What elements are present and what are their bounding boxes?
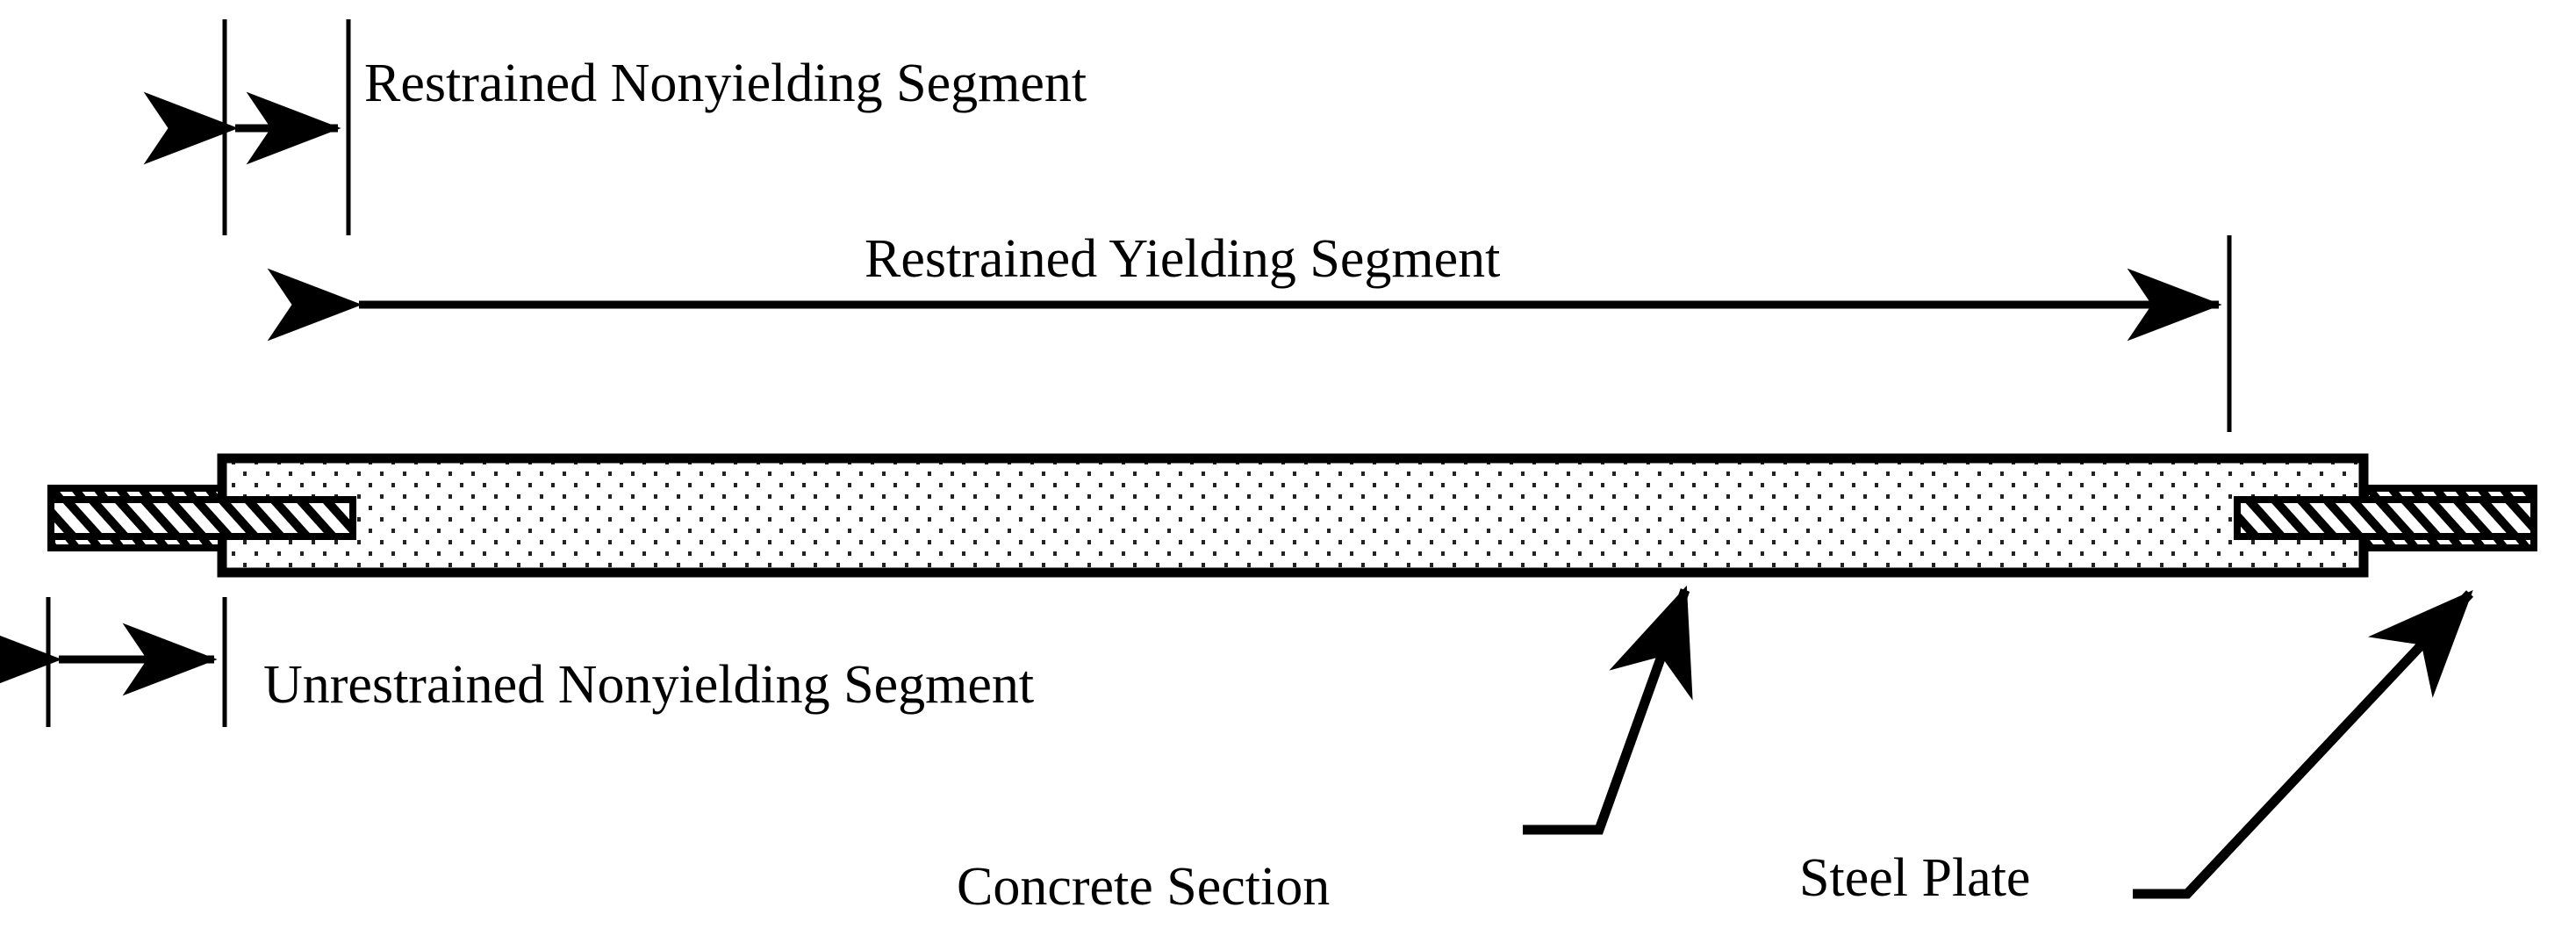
concrete-body	[217, 453, 2369, 578]
concrete-section-leader: Concrete Section	[957, 585, 1693, 917]
concrete-section-label: Concrete Section	[957, 857, 1330, 917]
core-right-hatch	[2241, 503, 2530, 533]
restrained-nonyielding-dimension: Restrained Nonyielding Segment	[143, 19, 1087, 235]
unrestrained-nonyielding-dimension: Unrestrained Nonyielding Segment	[0, 597, 1034, 727]
restrained-yielding-dimension: Restrained Yielding Segment	[267, 229, 2232, 432]
steel-plate-leader-line	[2133, 589, 2474, 899]
core-left-hatch	[54, 503, 349, 533]
restrained-nonyielding-label: Restrained Nonyielding Segment	[364, 54, 1087, 113]
steel-plate-core-right	[2234, 496, 2537, 540]
restrained-yielding-label: Restrained Yielding Segment	[865, 229, 1500, 289]
steel-plate-leader: Steel Plate	[1799, 589, 2474, 908]
concrete-leader-line	[1523, 585, 1693, 835]
unrestrained-nonyielding-label: Unrestrained Nonyielding Segment	[263, 655, 1034, 715]
steel-plate-label: Steel Plate	[1799, 848, 2030, 908]
concrete-section	[217, 453, 2369, 578]
steel-plate-core-left	[47, 496, 356, 540]
